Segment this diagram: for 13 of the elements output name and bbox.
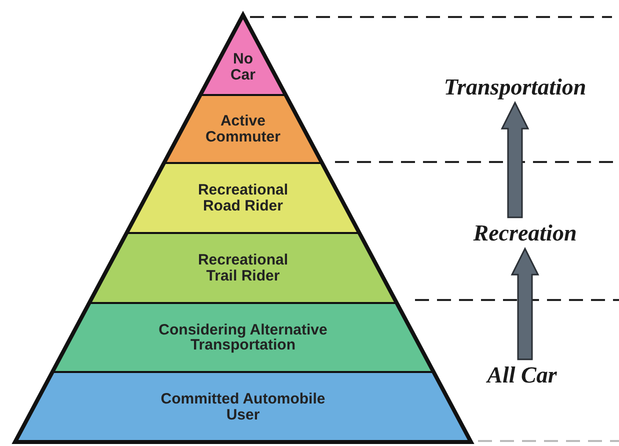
- band-segment: [126, 163, 360, 233]
- tier-label: No Car: [229, 51, 256, 83]
- tier-label: Active Commuter: [204, 113, 282, 145]
- block-arrow: [500, 100, 530, 218]
- block-arrow: [510, 246, 540, 360]
- tier-label: Recreational Trail Rider: [196, 252, 289, 284]
- stage-label: All Car: [487, 362, 557, 388]
- tier-label: Considering Alternative Transportation: [158, 322, 328, 354]
- band-segment: [89, 233, 397, 303]
- stage-label: Recreation: [473, 220, 577, 246]
- tier-label: Committed Automobile User: [160, 391, 326, 423]
- stage-label: Transportation: [444, 74, 586, 100]
- tier-label: Recreational Road Rider: [196, 182, 289, 214]
